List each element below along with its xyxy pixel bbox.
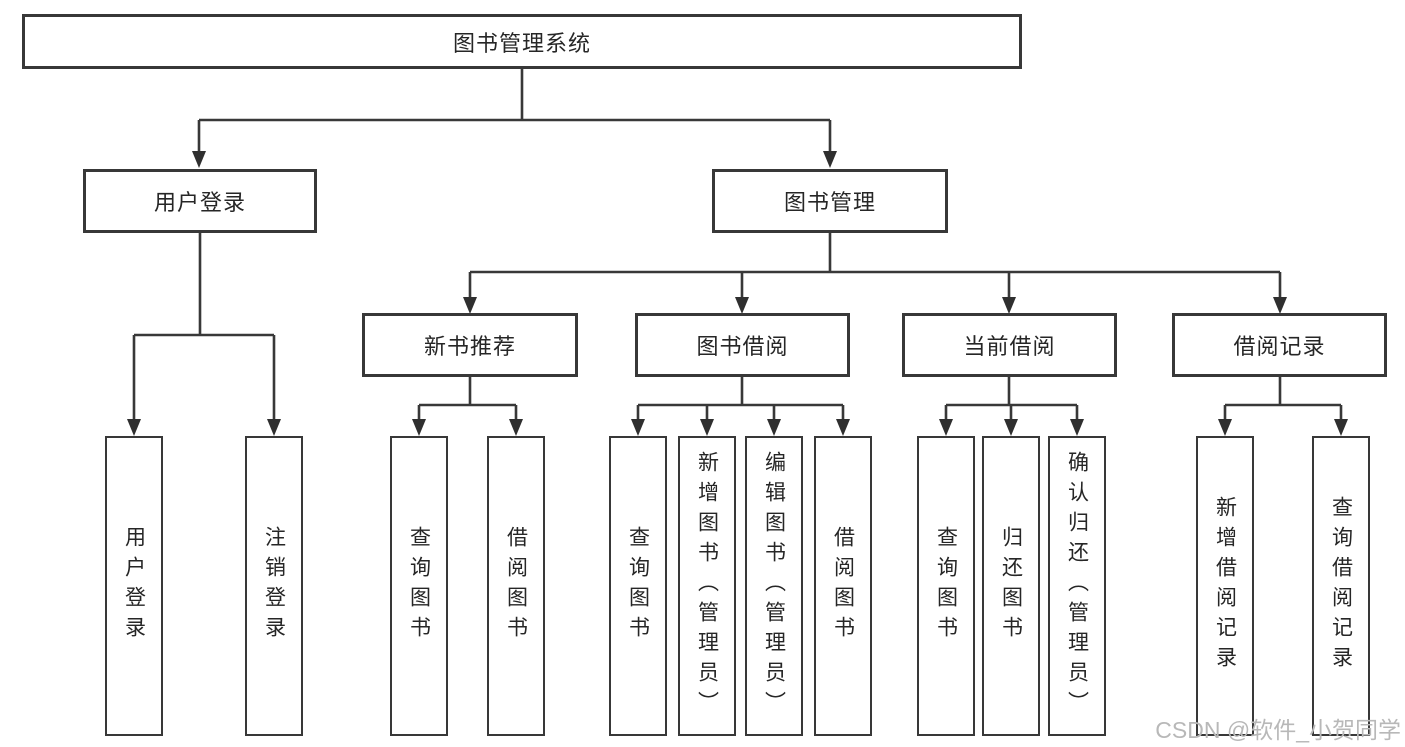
csdn-watermark: CSDN @软件_小贺同学	[1155, 717, 1401, 743]
node-label: 查询图书	[934, 526, 958, 646]
node-label: 查询图书	[626, 526, 650, 646]
leaf-add-borrow-record: 新增借阅记录	[1196, 436, 1254, 736]
node-user-login: 用户登录	[83, 169, 317, 233]
leaf-user-login: 用户登录	[105, 436, 163, 736]
connector-new-book-children	[417, 377, 518, 421]
node-label: 图书借阅	[696, 334, 789, 359]
leaf-borrow-books-recommend: 借阅图书	[487, 436, 545, 736]
node-new-book-recommend: 新书推荐	[362, 313, 578, 377]
leaf-query-books-borrow: 查询图书	[609, 436, 667, 736]
connector-user-login-children	[132, 233, 276, 421]
node-book-management: 图书管理	[712, 169, 948, 233]
leaf-edit-books-admin: 编辑图书（管理员）	[745, 436, 803, 736]
connector-borrow-record-children	[1223, 377, 1343, 421]
node-label: 当前借阅	[963, 334, 1056, 359]
node-label: 新增借阅记录	[1213, 496, 1237, 676]
node-borrow-records: 借阅记录	[1172, 313, 1387, 377]
node-label: 用户登录	[122, 526, 146, 646]
connector-root-to-level2	[197, 69, 832, 153]
leaf-confirm-return-admin: 确认归还（管理员）	[1048, 436, 1106, 736]
node-label: 借阅记录	[1233, 334, 1326, 359]
node-label: 查询借阅记录	[1329, 496, 1353, 676]
leaf-add-books-admin: 新增图书（管理员）	[678, 436, 736, 736]
node-current-borrow: 当前借阅	[902, 313, 1117, 377]
node-label: 编辑图书（管理员）	[762, 451, 786, 721]
node-label: 查询图书	[407, 526, 431, 646]
connector-book-management-children	[468, 233, 1282, 299]
node-book-borrow: 图书借阅	[635, 313, 850, 377]
connector-book-borrow-children	[636, 377, 845, 421]
connector-current-borrow-children	[944, 377, 1079, 421]
node-label: 借阅图书	[831, 526, 855, 646]
node-label: 确认归还（管理员）	[1065, 451, 1089, 721]
node-label: 新书推荐	[423, 334, 516, 359]
node-label: 图书管理	[783, 190, 876, 215]
leaf-borrow-books: 借阅图书	[814, 436, 872, 736]
node-label: 图书管理系统	[452, 30, 591, 56]
leaf-query-books-recommend: 查询图书	[390, 436, 448, 736]
node-label: 归还图书	[999, 526, 1023, 646]
node-library-management-system: 图书管理系统	[22, 14, 1022, 69]
leaf-query-books-current: 查询图书	[917, 436, 975, 736]
node-label: 用户登录	[153, 190, 246, 215]
arrowheads	[127, 151, 1348, 436]
node-label: 新增图书（管理员）	[695, 451, 719, 721]
leaf-logout: 注销登录	[245, 436, 303, 736]
node-label: 借阅图书	[504, 526, 528, 646]
leaf-query-borrow-record: 查询借阅记录	[1312, 436, 1370, 736]
leaf-return-books: 归还图书	[982, 436, 1040, 736]
node-label: 注销登录	[262, 526, 286, 646]
